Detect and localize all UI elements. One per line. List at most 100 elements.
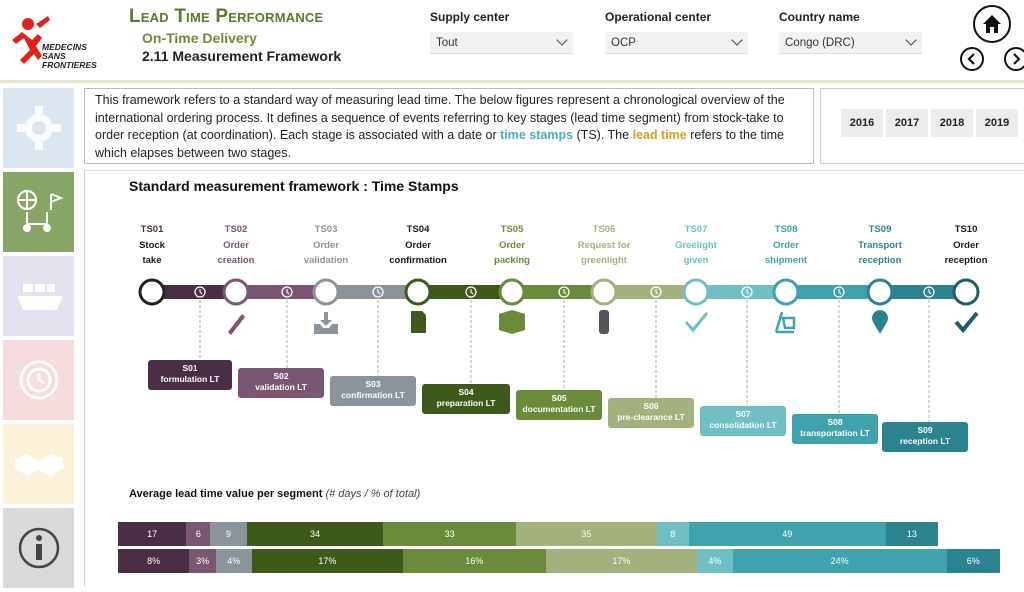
timestamp-name: confirmation: [389, 255, 447, 266]
segment-code: S02: [273, 371, 289, 381]
description-text: This framework refers to a standard way …: [95, 93, 785, 142]
segment-label: pre-clearance LT: [617, 412, 685, 422]
header-divider: [0, 80, 1024, 83]
timestamp-name: take: [142, 255, 162, 266]
msf-logo-icon: [12, 16, 50, 64]
bar-segment-s08: 24%: [732, 549, 947, 573]
timestamp-code: TS02: [224, 224, 248, 235]
description-text: (TS). The: [573, 128, 633, 142]
bar-segment-s07: 4%: [697, 549, 733, 573]
sidebar-item-framework[interactable]: [3, 172, 74, 252]
sidebar-item-settings[interactable]: [3, 88, 74, 168]
main-panel: [84, 170, 1024, 586]
select-value: Tout: [436, 37, 458, 49]
logo-text-line2: SANS FRONTIERES: [42, 51, 97, 70]
timestamp-name: Stock: [139, 239, 165, 251]
clock-cycle-icon: [19, 360, 59, 400]
timestamp-name: shipment: [764, 255, 808, 266]
bar-segment-s04: 17%: [251, 549, 404, 573]
timestamp-name: Order: [773, 239, 799, 251]
segment-label: preparation LT: [436, 398, 496, 408]
segment-label: reception LT: [899, 436, 951, 446]
filter-label: Country name: [779, 10, 860, 24]
year-slicer: 2016 2017 2018 2019: [820, 88, 1024, 164]
supply-center-select[interactable]: Tout: [430, 32, 573, 54]
segment-label: transportation LT: [800, 428, 870, 438]
sidebar-item-lead-time[interactable]: [3, 340, 74, 420]
timestamp-name: creation: [217, 255, 255, 266]
averages-subtitle: (# days / % of total): [325, 488, 421, 500]
sidebar-item-partners[interactable]: [3, 424, 74, 504]
page-title: Lead Time Performance: [129, 6, 324, 27]
next-page-button[interactable]: [1004, 47, 1024, 71]
bar-segment-s05: 16%: [403, 549, 546, 573]
ship-icon: [17, 284, 63, 310]
handshake-icon: [15, 454, 63, 476]
timestamp-name: packing: [494, 255, 530, 266]
bar-segment-s02: 6: [186, 522, 211, 546]
segment-code: S07: [735, 409, 751, 419]
filter-label: Operational center: [605, 10, 712, 24]
section-title: 2.11 Measurement Framework: [142, 48, 342, 64]
operational-center-select[interactable]: OCP: [605, 32, 748, 54]
bar-segment-s03: 4%: [216, 549, 252, 573]
percent-bar: 8%3%4%17%16%17%4%24%6%: [118, 549, 1000, 573]
globe-flow-icon: [17, 190, 64, 232]
bar-segment-s09: 6%: [946, 549, 1000, 573]
chevron-down-icon: [556, 34, 568, 46]
timestamp-name: Order: [223, 239, 249, 251]
info-icon: [18, 527, 60, 569]
bar-segment-s05: 33: [383, 522, 516, 546]
chevron-left-icon: [967, 53, 975, 65]
filter-label: Supply center: [430, 10, 510, 24]
country-name-select[interactable]: Congo (DRC): [779, 32, 922, 54]
averages-title-text: Average lead time value per segment: [129, 488, 323, 500]
timestamp-name: Order: [499, 239, 525, 251]
bar-segment-s06: 35: [515, 522, 657, 546]
timestamp-name: Greelight: [675, 239, 717, 251]
previous-page-button[interactable]: [960, 47, 984, 71]
year-button-2017[interactable]: 2017: [886, 109, 928, 137]
segment-code: S05: [551, 393, 567, 403]
timestamp-name: Order: [313, 239, 339, 251]
timestamp-name: reception: [944, 255, 988, 266]
bar-segment-s03: 9: [210, 522, 247, 546]
home-button[interactable]: [973, 5, 1011, 43]
timestamp-code: TS03: [314, 224, 338, 235]
logo-text-line1: MEDECINS: [42, 42, 87, 52]
framework-description: This framework refers to a standard way …: [84, 88, 814, 164]
timestamp-code: TS07: [684, 224, 708, 235]
year-button-2018[interactable]: 2018: [931, 109, 973, 137]
bar-segment-s02: 3%: [189, 549, 216, 573]
framework-title: Standard measurement framework : Time St…: [129, 178, 459, 194]
sidebar-item-shipping[interactable]: [3, 256, 74, 336]
sidebar-item-info[interactable]: [3, 508, 74, 588]
select-value: OCP: [611, 37, 636, 49]
gear-icon: [17, 106, 61, 150]
year-button-2019[interactable]: 2019: [976, 109, 1018, 137]
bar-segment-s01: 8%: [118, 549, 190, 573]
averages-title: Average lead time value per segment (# d…: [129, 488, 420, 500]
timestamp-name: reception: [858, 255, 902, 266]
year-button-2016[interactable]: 2016: [841, 109, 883, 137]
segment-label: formulation LT: [160, 374, 220, 384]
timestamp-code: TS06: [592, 224, 616, 235]
chevron-right-icon: [1013, 53, 1021, 65]
